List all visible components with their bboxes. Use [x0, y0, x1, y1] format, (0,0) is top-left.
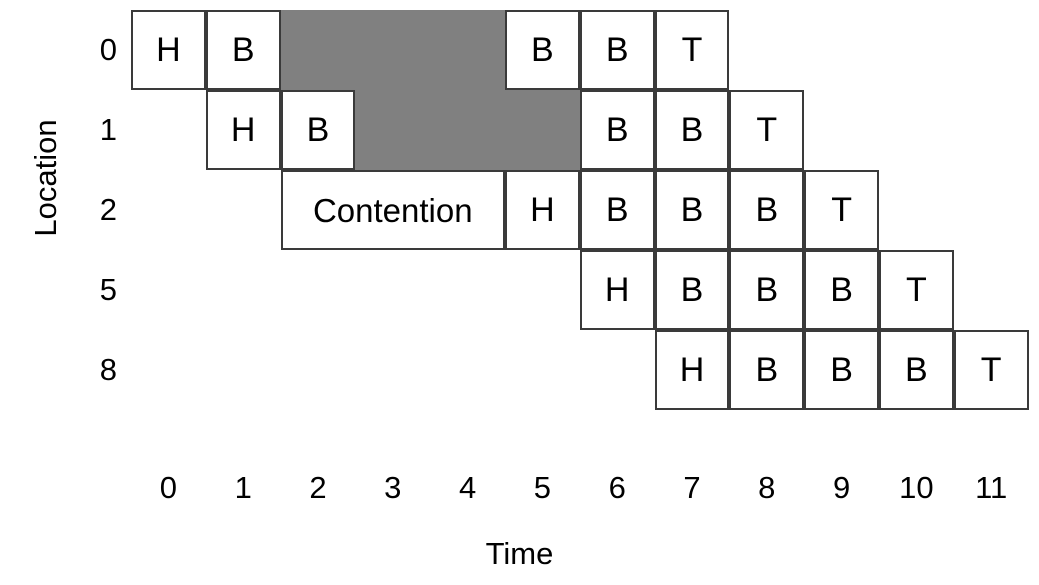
stage-cell-b-loc8-t8: B: [729, 330, 805, 410]
y-axis-tick-2: 2: [99, 192, 117, 227]
stage-cell-t-loc1-t8: T: [729, 90, 805, 170]
stage-cell-h-loc8-t7: H: [654, 330, 730, 410]
stage-cell-b-loc8-t10: B: [879, 330, 954, 410]
stage-cell-t-loc0-t7: T: [654, 10, 730, 90]
x-axis-tick-10: 10: [899, 470, 934, 505]
x-axis-tick-2: 2: [309, 470, 327, 505]
stage-cell-b-loc1-t2: B: [280, 90, 356, 170]
stage-cell-b-loc5-t7: B: [654, 250, 730, 330]
stage-cell-b-loc2-t7: B: [654, 170, 730, 250]
x-axis-tick-9: 9: [832, 470, 851, 505]
stage-cell-t-loc2-t9: T: [804, 170, 879, 250]
stage-cell-b-loc1-t7: B: [654, 90, 730, 170]
stage-cell-b-loc0-t1: B: [205, 10, 281, 90]
stage-cell-b-loc0-t6: B: [579, 10, 655, 90]
stage-cell-h-loc2-t5: H: [505, 170, 580, 250]
stage-cell-b-loc5-t8: B: [729, 250, 805, 330]
stage-cell-b-loc5-t9: B: [804, 250, 879, 330]
x-axis-tick-0: 0: [159, 470, 178, 505]
stage-cell-h-loc1-t1: H: [205, 90, 281, 170]
y-axis-tick-5: 5: [99, 272, 117, 307]
x-axis-tick-6: 6: [608, 470, 626, 505]
x-axis-tick-4: 4: [458, 470, 477, 505]
y-axis-tick-1: 1: [99, 112, 117, 147]
stage-cell-b-loc8-t9: B: [804, 330, 879, 410]
x-axis-tick-5: 5: [533, 470, 552, 505]
contention-block-loc1-t3: [355, 90, 580, 170]
stage-cell-b-loc2-t6: B: [579, 170, 655, 250]
stage-cell-b-loc2-t8: B: [729, 170, 805, 250]
y-axis-tick-0: 0: [99, 32, 117, 67]
x-axis-tick-8: 8: [758, 470, 776, 505]
x-axis-tick-11: 11: [975, 470, 1008, 505]
y-axis-tick-8: 8: [99, 352, 117, 387]
stage-cell-h-loc0-t0: H: [131, 10, 206, 90]
stage-cell-t-loc8-t11: T: [953, 330, 1029, 410]
x-axis-tick-7: 7: [683, 470, 701, 505]
stage-cell-t-loc5-t10: T: [879, 250, 954, 330]
stage-cell-b-loc1-t6: B: [579, 90, 655, 170]
contention-block-loc0-t2: [280, 10, 505, 90]
x-axis-title: Time: [485, 536, 554, 571]
stage-cell-h-loc5-t6: H: [579, 250, 655, 330]
x-axis-tick-1: 1: [234, 470, 252, 505]
contention-label-cell: Contention: [280, 170, 505, 250]
stage-cell-b-loc0-t5: B: [505, 10, 580, 90]
x-axis-tick-3: 3: [384, 470, 402, 505]
